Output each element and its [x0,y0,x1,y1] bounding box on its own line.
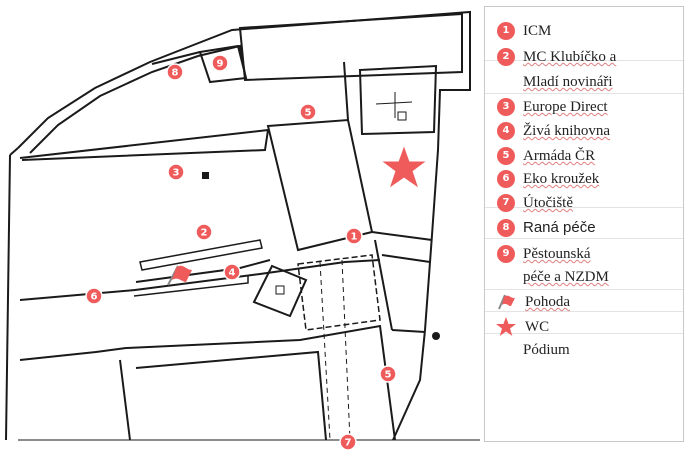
legend-marker: 5 [497,147,515,165]
map-marker-2[interactable]: 2 [195,223,213,241]
legend-label: Mladí novináři [523,74,613,90]
legend-divider [485,93,683,94]
legend-label: Živá knihovna [523,123,611,139]
map-plan: 1 2 3 4 5 5 6 7 8 9 [5,10,480,451]
legend-item: Pohoda [491,290,681,314]
legend-divider [485,60,683,61]
flag-icon [495,291,517,313]
map-marker-label: 2 [201,228,208,239]
legend-divider [485,311,683,312]
map-marker-7[interactable]: 7 [339,433,357,451]
map-marker-label: 7 [345,438,352,449]
legend-label: Útočiště [523,195,573,211]
lamp-dot [432,332,440,340]
star-icon[interactable] [382,146,426,188]
map-marker-3[interactable]: 3 [167,163,185,181]
legend-item: Mladí novináři [491,70,681,94]
legend-marker: 2 [497,48,515,66]
legend-item: 6 Eko kroužek [491,167,681,191]
map-marker-label: 3 [173,168,180,179]
legend-label: Europe Direct [523,99,608,115]
map-marker-5[interactable]: 5 [299,103,317,121]
legend-item: 5 Armáda ČR [491,144,681,168]
legend-label: Pohoda [525,294,570,310]
map-marker-9[interactable]: 9 [211,54,229,72]
legend-marker: 4 [497,122,515,140]
legend-label: Raná péče [523,219,596,236]
legend-marker: 7 [497,194,515,212]
legend-item: 3 Europe Direct [491,95,681,119]
legend-label: Pódium [523,342,570,358]
legend-divider [485,289,683,290]
map-marker-label: 5 [385,370,392,381]
legend-marker: 9 [497,245,515,263]
map-walls [5,10,480,441]
legend-item: péče a NZDM [491,265,681,289]
map-marker-label: 4 [229,268,236,279]
legend-marker: 3 [497,98,515,116]
legend-marker: 6 [497,170,515,188]
map-details [202,172,440,340]
map-marker-label: 5 [305,108,312,119]
legend-label: péče a NZDM [523,269,609,285]
map-marker-8[interactable]: 8 [166,63,184,81]
legend-item: WC [491,315,681,339]
europe-direct-block [202,172,209,179]
legend-item: 4 Živá knihovna [491,119,681,143]
legend-item: 2 MC Klubíčko a [491,45,681,69]
legend-divider [485,333,683,334]
map-marker-6[interactable]: 6 [85,287,103,305]
flag-icon[interactable] [167,265,192,286]
legend-item: Pódium [491,338,681,362]
site-map: 1 2 3 4 5 5 6 7 8 9 [5,10,480,451]
legend-item: 7 Útočiště [491,191,681,215]
map-marker-label: 8 [172,68,179,79]
legend-label: MC Klubíčko a [523,49,617,65]
legend-divider [485,207,683,208]
legend-label: ICM [523,23,552,39]
map-legend: 1 ICM 2 MC Klubíčko a Mladí novináři 3 Europe … [484,6,684,442]
map-marker-label: 6 [91,292,98,303]
map-marker-1[interactable]: 1 [345,227,363,245]
legend-label: WC [525,319,550,335]
legend-label: Eko kroužek [523,171,600,187]
legend-item: 8 Raná péče [491,216,681,240]
legend-label: Pěstounská [523,246,591,262]
legend-marker: 1 [497,22,515,40]
legend-item: 1 ICM [491,19,681,43]
map-marker-label: 9 [217,59,224,70]
map-marker-label: 1 [351,232,358,243]
map-marker-5[interactable]: 5 [379,365,397,383]
legend-label: Armáda ČR [523,148,596,164]
legend-divider [485,238,683,239]
map-marker-4[interactable]: 4 [223,263,241,281]
legend-marker: 8 [497,219,515,237]
star-icon [495,316,517,338]
legend-item: 9 Pěstounská [491,242,681,266]
